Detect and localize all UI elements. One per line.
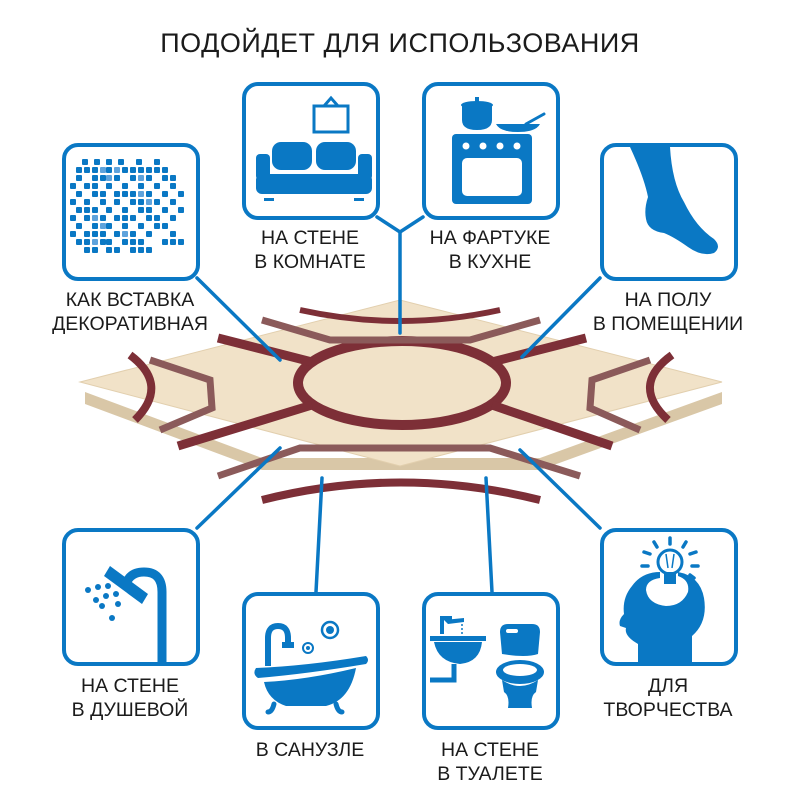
use-label-room-wall: НА СТЕНЕ В КОМНАТЕ: [254, 227, 366, 273]
use-label-shower-wall: НА СТЕНЕ В ДУШЕВОЙ: [71, 675, 189, 721]
use-card-creativity: [600, 528, 738, 666]
bathtub-icon: [254, 620, 368, 715]
use-label-toilet-wall: НА СТЕНЕ В ТУАЛЕТЕ: [437, 739, 543, 785]
use-card-bathroom: [242, 592, 380, 730]
shower-icon: [85, 566, 167, 662]
use-card-room-wall: [242, 82, 380, 220]
mosaic-icon: [70, 159, 184, 253]
toilet-sink-icon: [430, 616, 544, 708]
use-card-shower-wall: [62, 528, 200, 666]
use-label-bathroom: В САНУЗЛЕ: [255, 739, 365, 761]
foot-icon: [630, 147, 718, 255]
use-card-indoor-floor: [600, 143, 738, 281]
use-label-creativity: ДЛЯ ТВОРЧЕСТВА: [603, 675, 733, 721]
stove-icon: [452, 97, 546, 204]
use-label-kitchen-backsplash: НА ФАРТУКЕ В КУХНЕ: [429, 227, 551, 273]
page-title: ПОДОЙДЕТ ДЛЯ ИСПОЛЬЗОВАНИЯ: [160, 28, 640, 58]
sofa-icon: [256, 95, 372, 201]
use-label-indoor-floor: НА ПОЛУ В ПОМЕЩЕНИИ: [592, 289, 744, 335]
use-card-toilet-wall: [422, 592, 560, 730]
head-lightbulb-icon: [619, 536, 705, 662]
use-label-decor-insert: КАК ВСТАВКА ДЕКОРАТИВНАЯ: [52, 289, 208, 335]
use-card-decor-insert: [62, 143, 200, 281]
use-card-kitchen-backsplash: [422, 82, 560, 220]
